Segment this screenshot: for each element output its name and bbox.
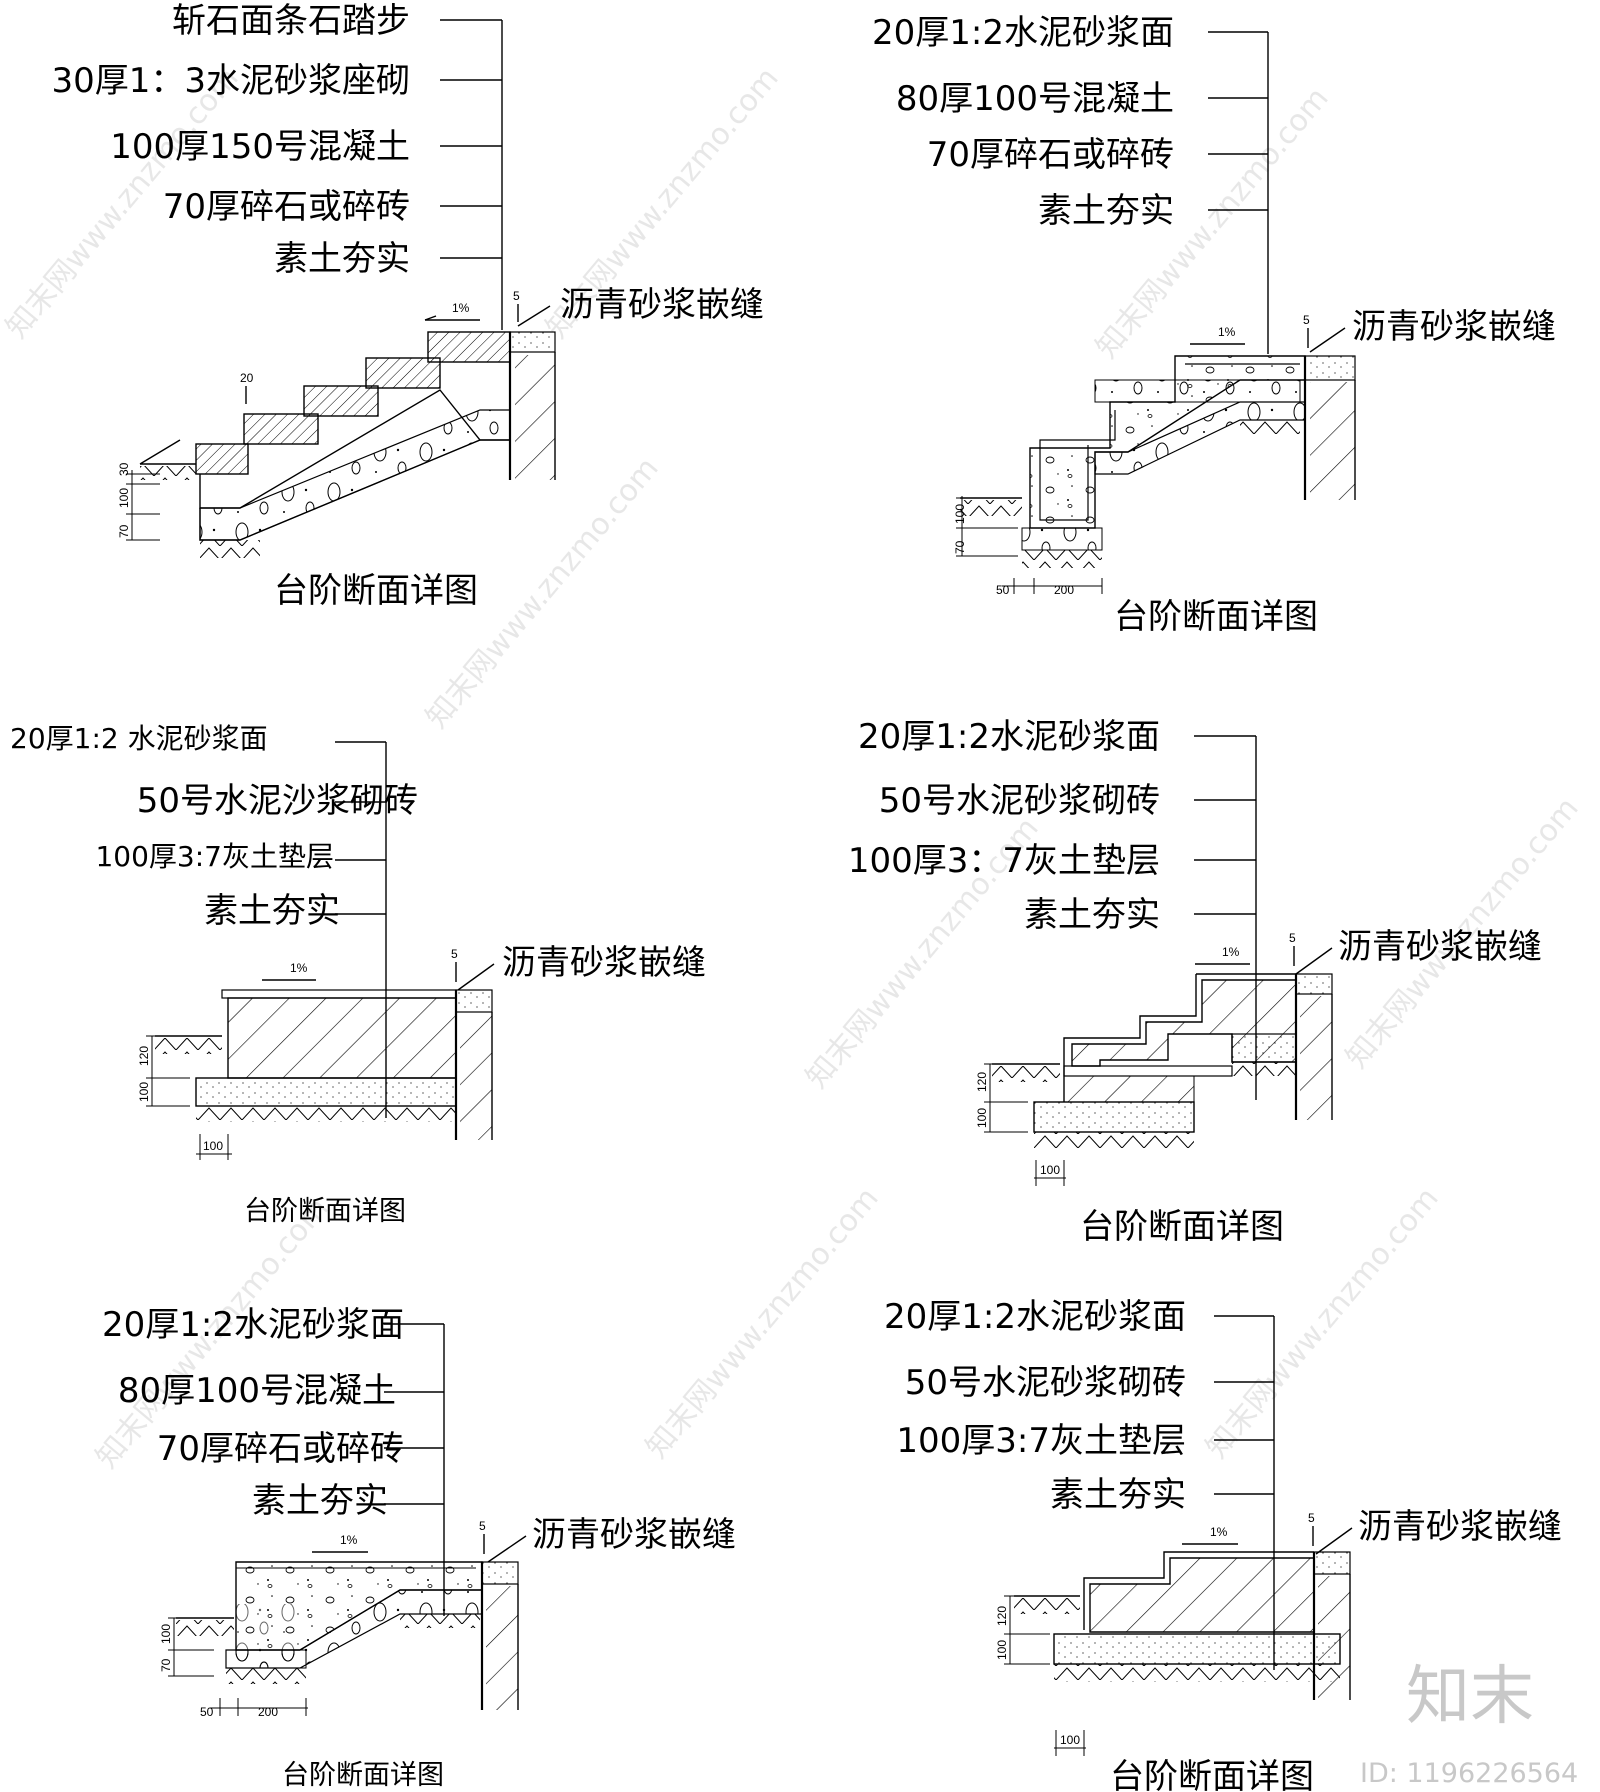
svg-text:200: 200 [258,1705,278,1719]
layer-label: 100厚150号混凝土 [110,127,410,167]
leader-lines [1208,31,1269,354]
dim-chain [146,1035,232,1160]
svg-text:100: 100 [203,1139,223,1153]
svg-text:1%: 1% [1218,325,1236,339]
svg-text:5: 5 [1289,931,1296,945]
layer-label: 70厚碎石或碎砖 [163,187,410,227]
leader-lines [440,19,503,330]
svg-text:1%: 1% [1210,1525,1228,1539]
layer-label: 100厚3:7灰土垫层 [896,1421,1186,1461]
layer-label: 素土夯实 [274,239,410,279]
svg-text:100: 100 [159,1624,173,1644]
layer-label: 素土夯实 [252,1481,388,1521]
layer-label: 50号水泥沙浆砌砖 [137,781,418,821]
panel-title: 台阶断面详图 [244,1196,406,1227]
layer-label: 50号水泥砂浆砌砖 [879,781,1160,821]
svg-text:70: 70 [159,1658,173,1672]
layer-label: 80厚100号混凝土 [118,1371,396,1411]
svg-text:70: 70 [953,540,967,554]
svg-text:100: 100 [117,488,131,508]
svg-text:5: 5 [451,947,458,961]
dim-chain [984,1063,1066,1186]
panel-title: 台阶断面详图 [1110,1757,1314,1792]
layer-label: 80厚100号混凝土 [896,79,1174,119]
watermark-layer: 知末网www.znzmo.com 知末网www.znzmo.com 知末网www… [0,61,1586,1475]
panel-title: 台阶断面详图 [274,571,478,611]
joint-label: 沥青砂浆嵌缝 [502,943,706,983]
layer-label: 100厚3:7灰土垫层 [95,840,334,873]
layer-label: 素土夯实 [1038,191,1174,231]
panel-6: 20厚1:2水泥砂浆面 50号水泥砂浆砌砖 100厚3:7灰土垫层 素土夯实 沥… [884,1297,1562,1792]
svg-text:1%: 1% [1222,945,1240,959]
svg-text:70: 70 [117,524,131,538]
layer-label: 30厚1：3水泥砂浆座砌 [51,61,410,101]
panel-4: 20厚1:2水泥砂浆面 50号水泥砂浆砌砖 100厚3：7灰土垫层 素土夯实 沥… [848,717,1542,1247]
svg-text:100: 100 [137,1082,151,1102]
joint-label: 沥青砂浆嵌缝 [560,285,764,325]
svg-text:5: 5 [513,289,520,303]
stone-treads [195,331,511,475]
svg-text:120: 120 [137,1046,151,1066]
layer-label: 20厚1:2水泥砂浆面 [858,717,1160,757]
panel-title: 台阶断面详图 [1080,1207,1284,1247]
panel-title: 台阶断面详图 [282,1760,444,1791]
panel-2: 20厚1:2水泥砂浆面 80厚100号混凝土 70厚碎石或碎砖 素土夯实 沥青砂… [872,13,1556,637]
svg-text:1%: 1% [340,1533,358,1547]
dim-chain [126,470,160,541]
watermark: 知末网www.znzmo.com [639,1181,885,1465]
layer-label: 70厚碎石或碎砖 [927,135,1174,175]
layer-label: 斩石面条石踏步 [172,1,410,41]
svg-text:5: 5 [1303,313,1310,327]
layer-label: 20厚1:2 水泥砂浆面 [10,722,268,755]
dim-chain [1004,1595,1086,1756]
layer-label: 70厚碎石或碎砖 [157,1429,404,1469]
svg-text:50: 50 [200,1705,214,1719]
panel-title: 台阶断面详图 [1114,597,1318,637]
joint-label: 沥青砂浆嵌缝 [532,1515,736,1555]
image-id: ID: 1196226564 [1360,1758,1578,1789]
dim-chain [168,1617,308,1716]
svg-text:100: 100 [975,1108,989,1128]
layer-label: 20厚1:2水泥砂浆面 [872,13,1174,53]
svg-text:100: 100 [995,1640,1009,1660]
svg-text:5: 5 [479,1519,486,1533]
svg-text:100: 100 [1040,1163,1060,1177]
dim-chain [956,496,1103,594]
svg-text:120: 120 [975,1072,989,1092]
svg-text:100: 100 [1060,1733,1080,1747]
layer-label: 50号水泥砂浆砌砖 [905,1363,1186,1403]
svg-text:200: 200 [1054,583,1074,597]
layer-label: 素土夯实 [204,891,340,931]
svg-text:100: 100 [953,504,967,524]
layer-label: 素土夯实 [1050,1475,1186,1515]
joint-label: 沥青砂浆嵌缝 [1338,927,1542,967]
layer-label: 20厚1:2水泥砂浆面 [102,1305,404,1345]
panel-5: 20厚1:2水泥砂浆面 80厚100号混凝土 70厚碎石或碎砖 素土夯实 沥青砂… [102,1305,736,1791]
layer-label: 素土夯实 [1024,895,1160,935]
svg-text:20: 20 [240,371,254,385]
svg-text:1%: 1% [452,301,470,315]
svg-text:1%: 1% [290,961,308,975]
svg-text:50: 50 [996,583,1010,597]
layer-label: 20厚1:2水泥砂浆面 [884,1297,1186,1337]
layer-label: 100厚3：7灰土垫层 [848,841,1160,881]
svg-text:5: 5 [1308,1511,1315,1525]
joint-label: 沥青砂浆嵌缝 [1358,1507,1562,1547]
panel-1: 斩石面条石踏步 30厚1：3水泥砂浆座砌 100厚150号混凝土 70厚碎石或碎… [51,1,764,611]
brand-logo: 知末 [1406,1660,1534,1734]
svg-text:120: 120 [995,1606,1009,1626]
joint-label: 沥青砂浆嵌缝 [1352,307,1556,347]
panel-3: 20厚1:2 水泥砂浆面 50号水泥沙浆砌砖 100厚3:7灰土垫层 素土夯实 … [10,722,706,1227]
svg-text:30: 30 [117,462,131,476]
